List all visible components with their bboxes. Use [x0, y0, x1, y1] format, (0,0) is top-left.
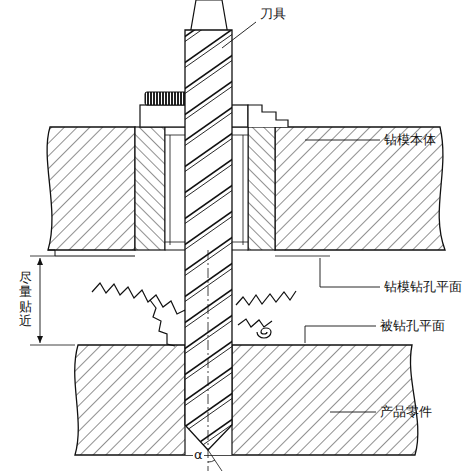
drill-flutes: [180, 0, 237, 461]
dimension-text: 尽量贴近: [19, 271, 32, 328]
part-label: 钻模钻孔平面: [384, 279, 462, 295]
part-label: α: [193, 447, 204, 463]
part-label: 钻模本体: [384, 132, 436, 148]
part-label: 产品零件: [380, 404, 432, 420]
part-label: 刀具: [260, 6, 286, 22]
part-label: 被钻孔平面: [380, 318, 445, 334]
